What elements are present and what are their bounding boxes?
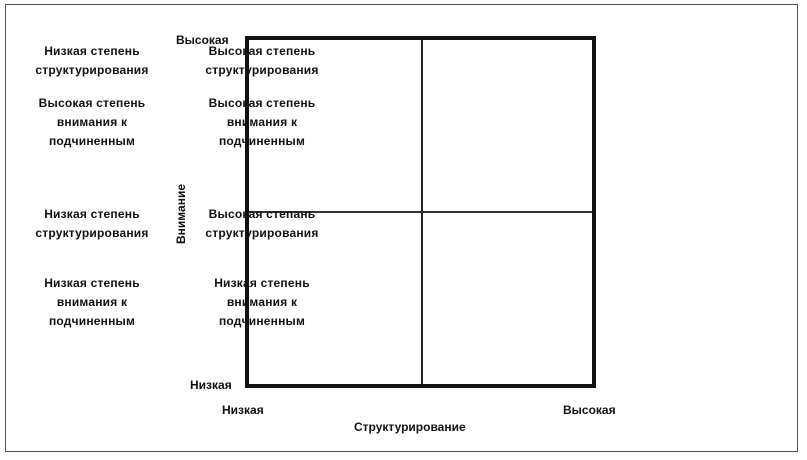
quadrant-text: подчиненным [218, 314, 306, 328]
quadrant-text: Высокая степень [208, 44, 316, 58]
quadrant-text: Низкая степень [44, 276, 140, 290]
y-axis-high-label: Высокая [176, 33, 229, 47]
quadrant-text: Низкая степень [44, 207, 140, 221]
y-axis-low-label: Низкая [190, 378, 232, 392]
quadrant-text: структурирования [35, 63, 149, 77]
quadrant-text: внимания к [226, 115, 298, 129]
quadrant-text: внимания к [56, 115, 128, 129]
quadrant-top-left: Низкая степень структурирования Высокая … [6, 42, 178, 151]
diagram-frame [5, 4, 798, 452]
grid-horizontal-divider [249, 211, 592, 213]
x-axis-title: Структурирование [354, 420, 466, 434]
x-axis-high-label: Высокая [563, 403, 616, 417]
quadrant-text: Высокая степень [38, 96, 146, 110]
quadrant-text: структурирования [35, 226, 149, 240]
x-axis-low-label: Низкая [222, 403, 264, 417]
quadrant-text: Высокая степань [208, 207, 316, 221]
quadrant-text: Низкая степень [214, 276, 310, 290]
leadership-grid [245, 36, 596, 388]
quadrant-text: структурирования [205, 63, 319, 77]
quadrant-text: внимания к [56, 295, 128, 309]
quadrant-bottom-right: Высокая степань структурирования Низкая … [176, 205, 348, 331]
quadrant-text: подчиненным [218, 134, 306, 148]
quadrant-text: Низкая степень [44, 44, 140, 58]
quadrant-text: внимания к [226, 295, 298, 309]
quadrant-text: Высокая степень [208, 96, 316, 110]
quadrant-text: подчиненным [48, 134, 136, 148]
quadrant-text: структурирования [205, 226, 319, 240]
quadrant-bottom-left: Низкая степень структурирования Низкая с… [6, 205, 178, 331]
quadrant-text: подчиненным [48, 314, 136, 328]
quadrant-top-right: Высокая степень структурирования Высокая… [176, 42, 348, 151]
